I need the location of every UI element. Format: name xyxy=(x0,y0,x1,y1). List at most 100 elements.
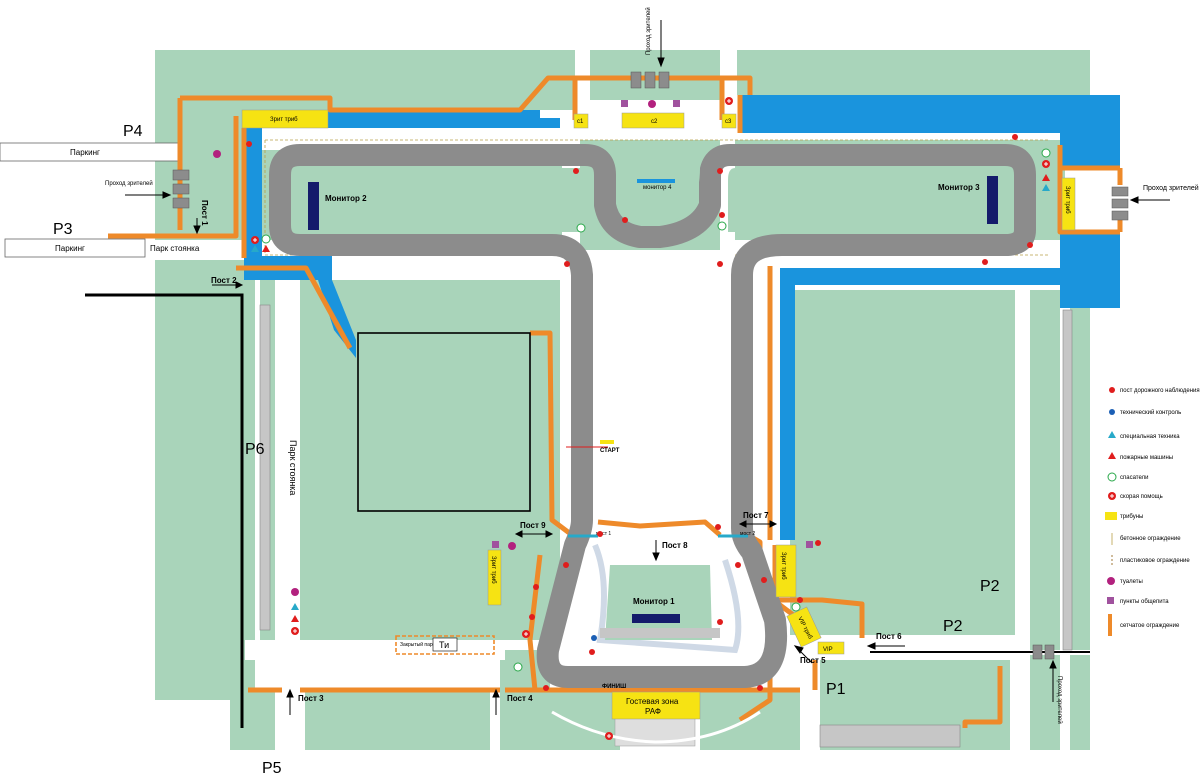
gates xyxy=(172,71,1129,660)
rescue-icon xyxy=(513,662,523,672)
track-right-loop-inner xyxy=(728,168,1012,232)
closed-park-label: Закрытый парк xyxy=(400,641,436,648)
legend-label: специальная техника xyxy=(1120,434,1180,440)
toilet-icon xyxy=(213,150,221,158)
rescue-icon xyxy=(791,602,801,612)
race-track xyxy=(269,144,1036,688)
parking-top-label: Паркинг xyxy=(70,148,100,157)
special-vehicle-icon xyxy=(291,603,299,610)
zone-p3-label: P3 xyxy=(53,221,73,238)
zone-p2a-label: P2 xyxy=(980,578,1000,595)
spectators-right-label: Проход зрителей xyxy=(1143,184,1199,192)
legend-label: пункты общепита xyxy=(1120,599,1169,605)
legend-label: скорая помощь xyxy=(1120,494,1163,500)
zone-p6-label: P6 xyxy=(245,441,265,458)
catering-icon xyxy=(673,100,680,107)
fire-truck-icon xyxy=(291,615,299,622)
closed-park-outline xyxy=(395,635,495,655)
post-8-label: Пост 8 xyxy=(662,541,688,550)
stand-c3-label: c3 xyxy=(725,119,732,125)
observer-dot-icon xyxy=(1109,387,1115,393)
post-4-label: Пост 4 xyxy=(507,694,533,703)
legend-label: технический контроль xyxy=(1120,409,1181,416)
legend-label: пожарные машины xyxy=(1120,455,1173,461)
special-triangle-icon xyxy=(1108,431,1116,438)
monitor-1-screen xyxy=(632,614,680,623)
start-label: СТАРТ xyxy=(600,448,620,454)
legend-label: пост дорожного наблюдения xyxy=(1120,388,1200,394)
stand-vip-b xyxy=(817,641,845,655)
stand-bottom-right-label: Зрит триб xyxy=(780,552,786,580)
post-1-label: Пост 1 xyxy=(200,200,209,226)
mesh-fences xyxy=(108,75,1123,728)
finish-label: ФИНИШ xyxy=(602,684,626,690)
zone-p2b-label: P2 xyxy=(943,618,963,635)
guest-zone-arc xyxy=(551,710,761,744)
stand-top-left-label: Зрит триб xyxy=(270,117,298,123)
post-9-label: Пост 9 xyxy=(520,521,546,530)
parking-mid-box xyxy=(4,238,146,258)
monitor-2-screen xyxy=(308,182,319,230)
post-7-label: Пост 7 xyxy=(743,511,769,520)
closed-park-code-box xyxy=(432,637,458,652)
post-3-label: Пост 3 xyxy=(298,694,324,703)
stand-c1 xyxy=(573,113,589,129)
monitor-2-label: Монитор 2 xyxy=(325,194,367,203)
rescue-icon xyxy=(261,234,271,244)
toilet-icon xyxy=(648,100,656,108)
toilet-circle-icon xyxy=(1107,577,1115,585)
legend-label: трибуны xyxy=(1120,514,1143,520)
building-block xyxy=(357,332,531,512)
monitor-3-label: Монитор 3 xyxy=(938,183,980,192)
monitor-4-screen xyxy=(637,179,675,183)
bridge-1-label: мост 1 xyxy=(596,531,611,537)
rescue-circle-icon xyxy=(1107,472,1117,482)
stand-bottom-right xyxy=(775,544,797,598)
post-5-label: Пост 5 xyxy=(800,656,826,665)
closed-park-code: Ти xyxy=(439,640,449,650)
post-2-label: Пост 2 xyxy=(211,276,237,285)
grey-strip-right xyxy=(1062,309,1073,651)
post-6-label: Пост 6 xyxy=(876,632,902,641)
special-vehicle-icon xyxy=(251,245,259,252)
spectators-bottom-label: Проход зрителей xyxy=(1056,676,1063,724)
guest-zone-box xyxy=(611,691,701,720)
grey-strip-bottom xyxy=(819,724,961,748)
stand-rect-icon xyxy=(1105,512,1117,520)
safety-icons xyxy=(213,97,1051,740)
catering-icon xyxy=(621,100,628,107)
tech-control-dot xyxy=(591,635,597,641)
rescue-icon xyxy=(576,223,586,233)
stand-top-left xyxy=(241,109,329,129)
stand-vip-a xyxy=(786,606,822,648)
guest-zone-line1: Гостевая зона xyxy=(626,697,679,706)
stand-right xyxy=(1061,177,1076,231)
legend-label: пластиковое ограждение xyxy=(1120,558,1190,564)
rescue-icon xyxy=(717,221,727,231)
stand-left-small xyxy=(487,549,502,606)
legend: пост дорожного наблюдения технический ко… xyxy=(1105,387,1200,636)
stand-vip-b-label: VIP xyxy=(823,647,833,653)
pit-lane xyxy=(592,543,742,654)
bridge-2-label: мост 2 xyxy=(740,531,755,537)
monitor-4-label: монитор 4 xyxy=(643,185,672,191)
monitor-3-screen xyxy=(987,176,998,224)
spectators-left-label: Проход зрителей xyxy=(105,180,153,187)
observer-posts xyxy=(246,134,1033,691)
park-stoyanka-left-label: Парк стоянка xyxy=(150,244,200,253)
catering-square-icon xyxy=(1107,597,1114,604)
spectators-top-label: Проход зрителей xyxy=(645,7,652,55)
arrows xyxy=(125,20,1170,715)
zone-p5-label: P5 xyxy=(262,760,282,776)
zone-p4-label: P4 xyxy=(123,123,143,140)
legend-label: спасатели xyxy=(1120,475,1148,481)
stands: Зрит триб c1 c2 c3 Зрит триб Зрит триб З… xyxy=(241,109,1076,655)
start-marker xyxy=(600,440,614,444)
toilet-icon xyxy=(508,542,516,550)
fire-triangle-icon xyxy=(1108,452,1116,459)
fire-truck-icon xyxy=(1042,174,1050,181)
infield-grass xyxy=(605,565,712,640)
monitor-1-label: Монитор 1 xyxy=(633,597,675,606)
legend-label: бетонное ограждение xyxy=(1120,536,1181,542)
track-left-loop-inner xyxy=(293,168,592,232)
